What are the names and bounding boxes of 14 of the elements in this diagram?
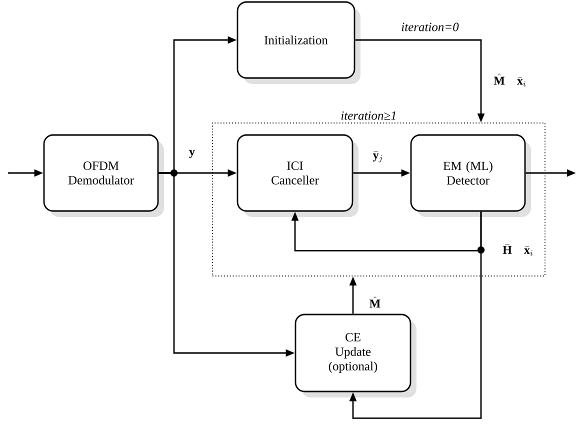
- process-box: OFDM Demodulator: [43, 134, 164, 217]
- edge-label: $\bar{\mathbf{y}}_{j}$: [372, 152, 382, 162]
- process-box: CE Update (optional): [294, 314, 416, 398]
- edge-label: $\hat{\mathbf{M}}$: [370, 296, 380, 308]
- process-box: ICI Canceller: [236, 134, 358, 217]
- signal-label: $\hat{\mathbf{M}}\quad\bar{\mathbf{x}}_{i}$: [494, 74, 526, 86]
- arrow: [349, 212, 482, 419]
- edge-label: $\mathbf{y}$: [189, 150, 195, 158]
- arrow: [291, 212, 482, 252]
- edge-label: iteration=0: [402, 22, 459, 32]
- edge-label: $\bar{\mathbf{H}}\quad\bar{\mathbf{x}}_{i}$: [502, 244, 532, 256]
- node-label: iteration≥1: [341, 111, 396, 120]
- process-box: EM (ML) Detector: [410, 134, 531, 217]
- process-box: Initialization: [236, 1, 360, 84]
